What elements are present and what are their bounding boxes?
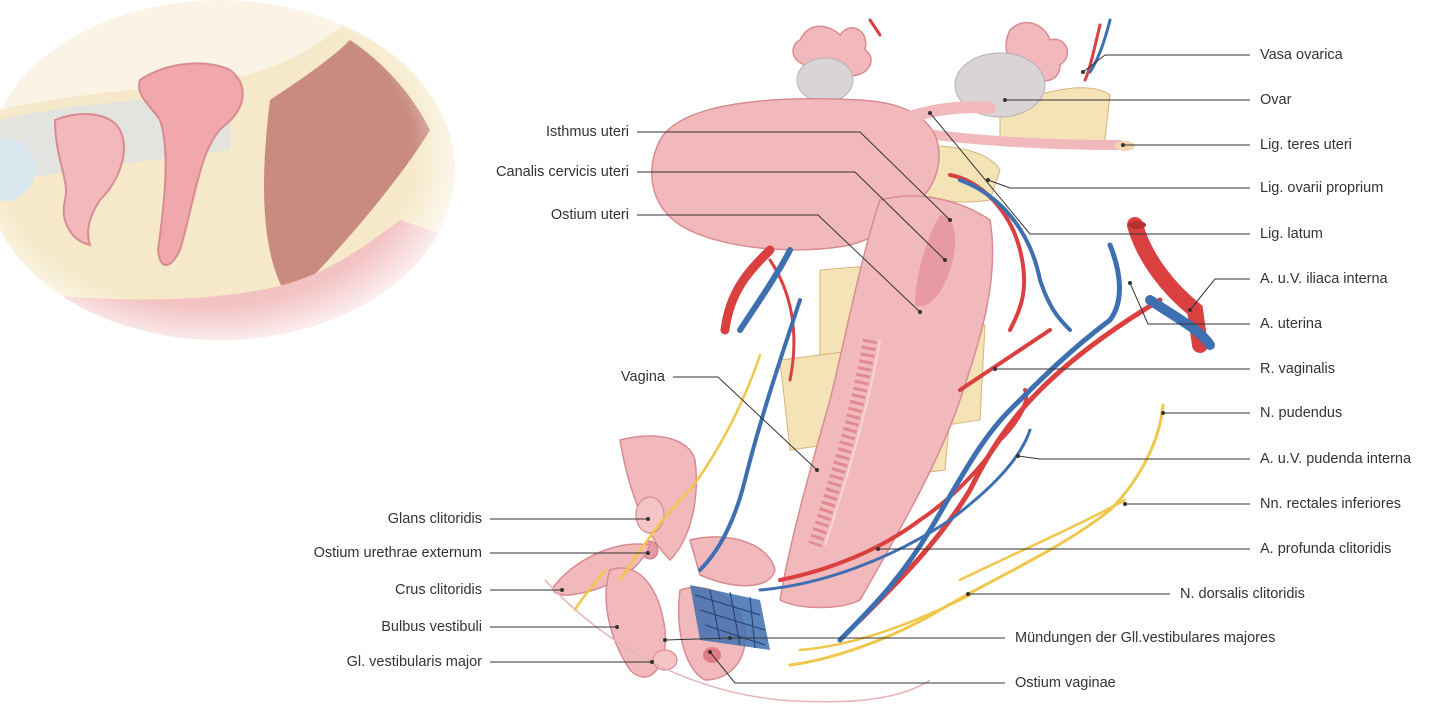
label-ostium-uteri: Ostium uteri <box>550 207 629 223</box>
label-vasa-ovarica: Vasa ovarica <box>1260 47 1343 63</box>
label-a-profunda-clitoridis: A. profunda clitoridis <box>1260 541 1392 557</box>
leader-ostium-uteri <box>637 214 921 313</box>
leader-canalis-cervicis <box>637 171 946 261</box>
leader-vasa-ovarica <box>1082 54 1250 73</box>
leader-lig-latum <box>929 112 1250 235</box>
label-lig-latum: Lig. latum <box>1260 226 1323 242</box>
label-gl-vestibularis-major: Gl. vestibularis major <box>346 654 482 670</box>
label-r-vaginalis: R. vaginalis <box>1260 361 1335 377</box>
leader-iliaca-interna <box>1189 278 1250 311</box>
label-lig-ovarii-proprium: Lig. ovarii proprium <box>1260 180 1384 196</box>
label-crus-clitoridis: Crus clitoridis <box>394 582 482 598</box>
label-muendungen-gll-vestibulares: Mündungen der Gll.vestibulares majores <box>1015 630 1276 646</box>
main-illustration <box>544 18 1215 703</box>
label-pudenda-interna: A. u.V. pudenda interna <box>1260 451 1412 467</box>
leader-lines-left <box>490 131 951 663</box>
label-vagina: Vagina <box>620 369 665 385</box>
label-ostium-vaginae: Ostium vaginae <box>1015 675 1116 691</box>
label-n-pudendus: N. pudendus <box>1260 405 1343 421</box>
leader-vagina <box>673 376 818 471</box>
label-iliaca-interna: A. u.V. iliaca interna <box>1260 271 1388 287</box>
label-a-uterina: A. uterina <box>1260 316 1323 332</box>
leader-dots-left <box>560 218 952 664</box>
label-n-dorsalis-clitoridis: N. dorsalis clitoridis <box>1180 586 1305 602</box>
label-nn-rectales-inferiores: Nn. rectales inferiores <box>1260 496 1402 512</box>
label-canalis-cervicis-uteri: Canalis cervicis uteri <box>496 164 629 180</box>
label-ostium-urethrae-externum: Ostium urethrae externum <box>313 545 482 561</box>
leader-dots-bottom <box>663 592 970 654</box>
label-ovar: Ovar <box>1260 92 1292 108</box>
label-isthmus-uteri: Isthmus uteri <box>546 124 629 140</box>
leader-isthmus-uteri <box>637 131 951 221</box>
label-glans-clitoridis: Glans clitoridis <box>387 511 482 527</box>
leader-pudenda-interna <box>1017 455 1250 460</box>
label-bulbus-vestibuli: Bulbus vestibuli <box>381 619 482 635</box>
leader-a-uterina <box>1129 282 1250 325</box>
label-lig-teres-uteri: Lig. teres uteri <box>1260 137 1352 153</box>
leader-lig-ovarii <box>987 179 1250 189</box>
leader-ostium-vaginae <box>709 651 1005 684</box>
sagittal-inset <box>0 0 455 340</box>
leader-lines-right <box>878 54 1250 550</box>
leader-dots-right <box>876 70 1192 551</box>
